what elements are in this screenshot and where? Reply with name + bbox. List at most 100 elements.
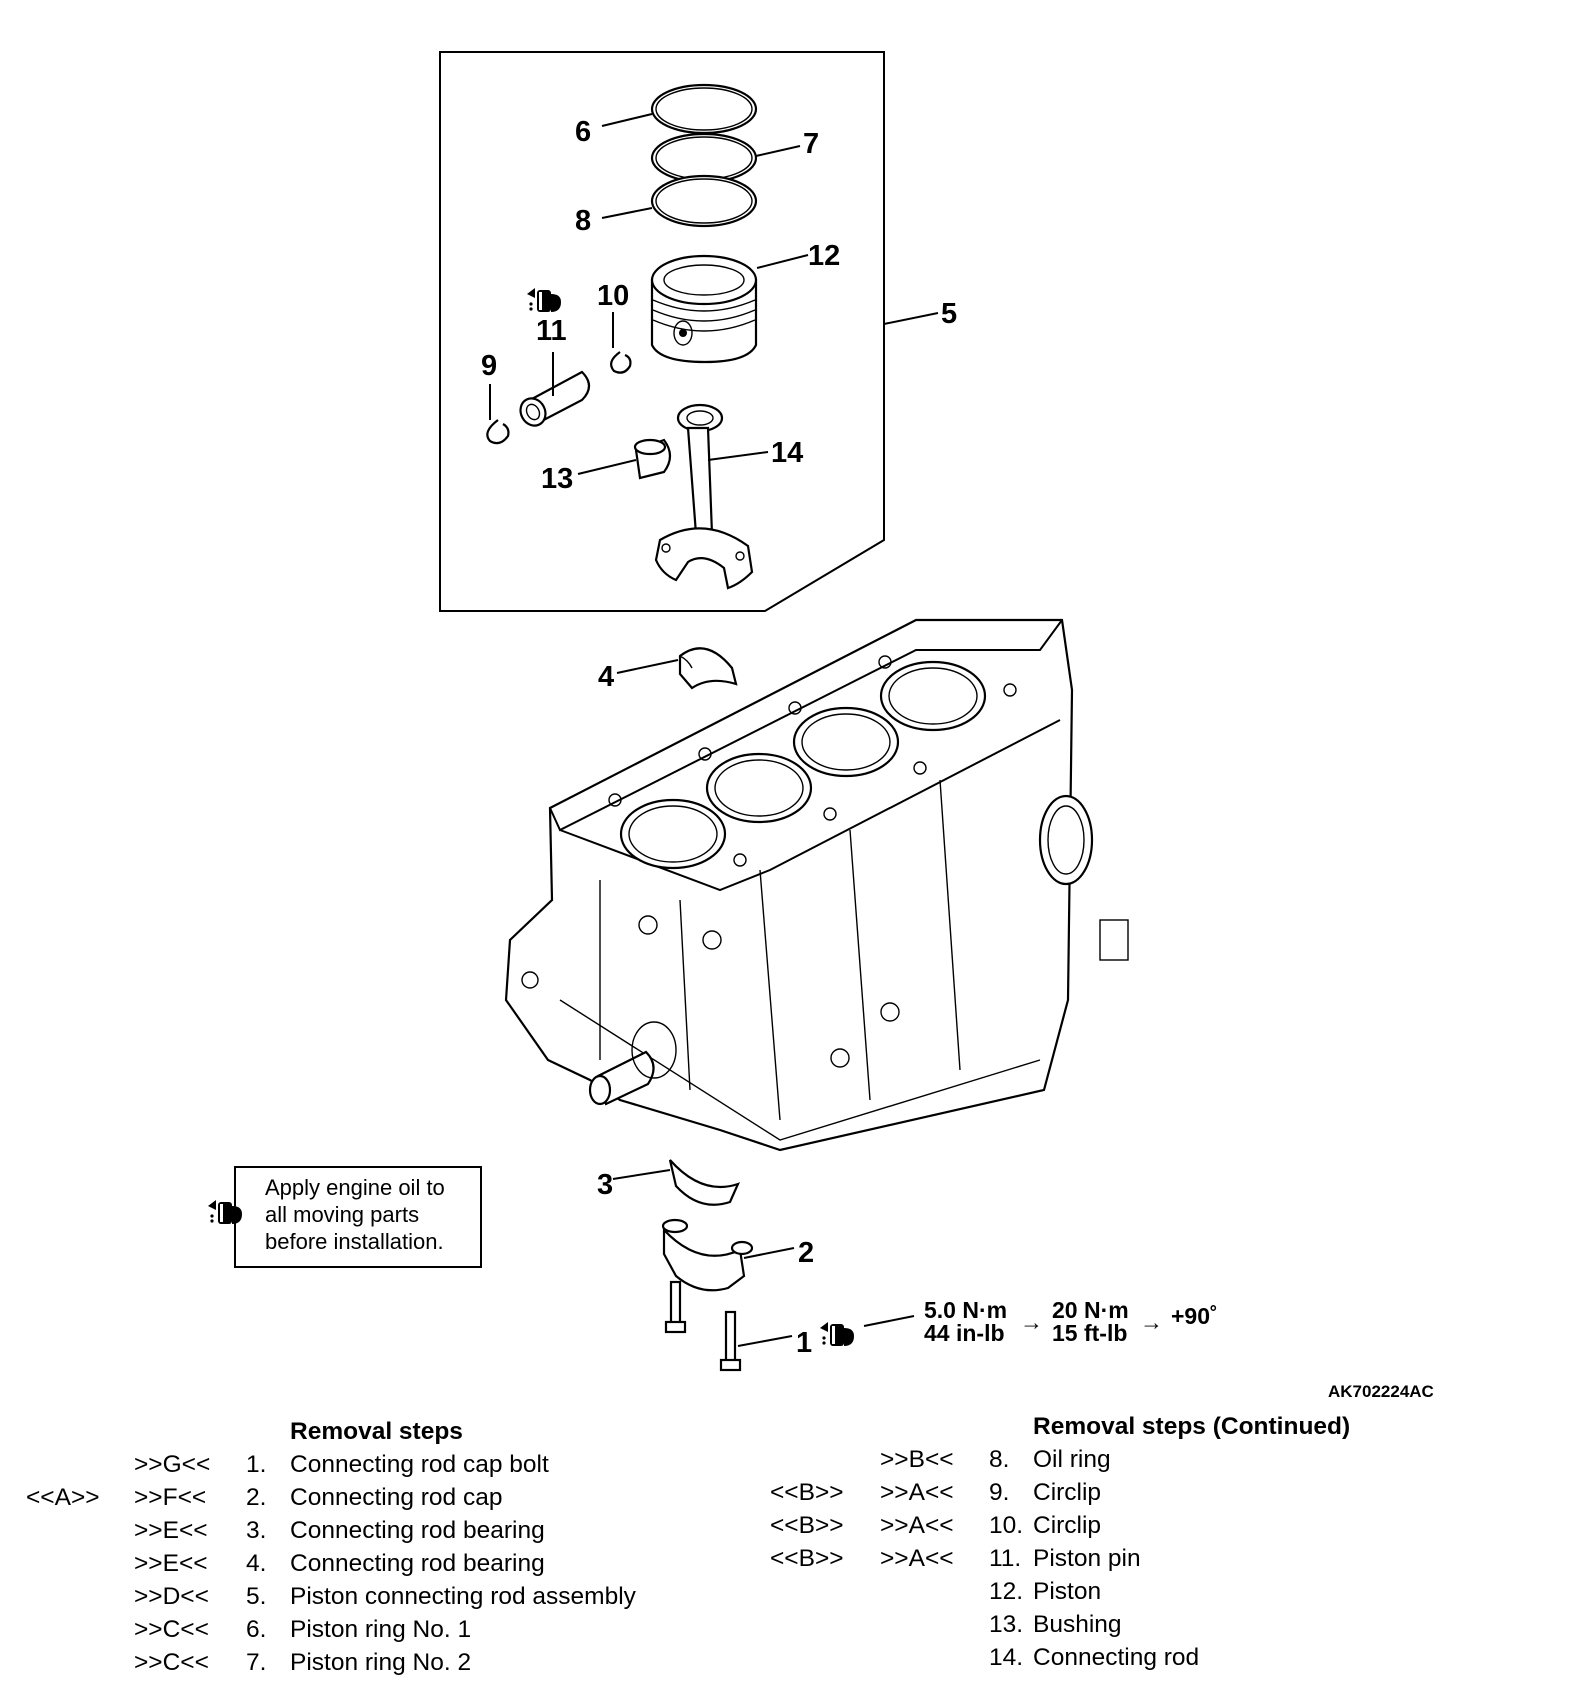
removal-steps-right: Removal steps (Continued) >>B<< 8. Oil rin… [760, 1410, 1584, 1700]
step-label: Circlip [1033, 1479, 1102, 1506]
callout-5: 5 [941, 298, 957, 330]
step-label: Piston pin [1033, 1545, 1141, 1572]
circlip-9 [486, 419, 510, 445]
note-line-1: Apply engine oil to [265, 1175, 445, 1200]
step-label: Connecting rod bearing [290, 1517, 545, 1544]
callout-11: 11 [536, 315, 567, 347]
step-label: Circlip [1033, 1512, 1102, 1539]
oil-application-note: Apply engine oil to all moving parts bef… [234, 1166, 482, 1268]
piston-ring-2 [650, 132, 758, 184]
callout-12: 12 [808, 240, 840, 272]
step-label: Piston [1033, 1578, 1102, 1605]
torque-stage2-metric: 20 N·m [1052, 1297, 1129, 1323]
callout-7: 7 [803, 128, 819, 160]
callout-2: 2 [798, 1237, 814, 1269]
removal-steps-left: Removal steps >>G<<1.Connecting rod cap … [0, 1415, 760, 1701]
step-removal-mark: >>E<< [134, 1550, 208, 1577]
step-number: 13. [989, 1611, 1024, 1638]
callout-8: 8 [575, 205, 591, 237]
step-number: 10. [989, 1512, 1024, 1539]
bushing [633, 438, 672, 480]
step-removal-mark: >>A<< [880, 1512, 954, 1539]
removal-steps-title: Removal steps [290, 1418, 463, 1445]
step-number: 4. [246, 1550, 267, 1577]
torque-stage1-metric: 5.0 N·m [924, 1297, 1007, 1323]
piston-ring-1 [650, 83, 758, 135]
step-number: 7. [246, 1649, 267, 1676]
step-install-code: <<A>> [26, 1484, 100, 1511]
step-removal-mark: >>C<< [134, 1649, 209, 1676]
torque-stage2-imperial: 15 ft-lb [1052, 1320, 1127, 1346]
step-number: 8. [989, 1446, 1010, 1473]
step-removal-mark: >>C<< [134, 1616, 209, 1643]
oil-ring [650, 174, 758, 228]
step-number: 5. [246, 1583, 267, 1610]
step-label: Piston ring No. 1 [290, 1616, 472, 1643]
step-install-code: <<B>> [770, 1479, 844, 1506]
callout-3: 3 [597, 1169, 613, 1201]
piston-assembly-frame [439, 51, 885, 612]
step-row: 13. Bushing [760, 1608, 1584, 1641]
step-removal-mark: >>A<< [880, 1479, 954, 1506]
step-row: >>E<<3.Connecting rod bearing [0, 1514, 760, 1547]
callout-4: 4 [598, 661, 614, 693]
oil-can-icon-cap-bolt [820, 1322, 854, 1346]
connecting-rod-cap [661, 1218, 754, 1292]
connecting-rod-cap-bolt-b [719, 1310, 742, 1372]
step-label: Oil ring [1033, 1446, 1111, 1473]
note-line-3: before installation. [265, 1229, 444, 1254]
step-row: >>B<< 8. Oil ring [760, 1443, 1584, 1476]
step-removal-mark: >>E<< [134, 1517, 208, 1544]
step-row: <<A>>>>F<<2.Connecting rod cap [0, 1481, 760, 1514]
step-row: <<B>> >>A<< 11. Piston pin [760, 1542, 1584, 1575]
step-removal-mark: >>A<< [880, 1545, 954, 1572]
torque-stage3: +90˚ [1171, 1303, 1218, 1329]
step-row: >>C<< 6. Piston ring No. 1 [0, 1613, 760, 1646]
step-row: 14. Connecting rod [760, 1641, 1584, 1674]
step-number: 12. [989, 1578, 1024, 1605]
step-label: Piston connecting rod assembly [290, 1583, 636, 1610]
connecting-rod-cap-bolt-a [664, 1280, 687, 1334]
piston-pin [519, 370, 591, 427]
step-number: 11. [989, 1545, 1022, 1572]
cylinder-block [504, 618, 1129, 1152]
step-number: 1. [246, 1451, 267, 1478]
connecting-rod-bearing-upper [678, 647, 738, 690]
step-number: 9. [989, 1479, 1010, 1506]
step-removal-mark: >>G<< [134, 1451, 211, 1478]
step-removal-mark: >>B<< [880, 1446, 954, 1473]
step-number: 6. [246, 1616, 267, 1643]
step-label: Bushing [1033, 1611, 1122, 1638]
step-row: >>E<< 4. Connecting rod bearing [0, 1547, 760, 1580]
step-install-code: <<B>> [770, 1545, 844, 1572]
callout-14: 14 [771, 437, 803, 469]
step-label: Connecting rod bearing [290, 1550, 545, 1577]
oil-can-icon-piston-pin [527, 288, 561, 312]
step-row: >>D<< 5. Piston connecting rod assembly [0, 1580, 760, 1613]
step-removal-mark: >>F<< [134, 1484, 207, 1511]
step-row: >>G<<1.Connecting rod cap bolt [0, 1448, 760, 1481]
step-row: 12. Piston [760, 1575, 1584, 1608]
step-number: 14. [989, 1644, 1024, 1671]
step-row: >>C<< 7. Piston ring No. 2 [0, 1646, 760, 1679]
callout-9: 9 [481, 350, 497, 382]
callout-1: 1 [796, 1327, 812, 1359]
connecting-rod [654, 403, 754, 590]
step-label: Connecting rod [1033, 1644, 1200, 1671]
callout-13: 13 [541, 463, 573, 495]
step-removal-mark: >>D<< [134, 1583, 209, 1610]
step-row: <<B>>>>A<<10.Circlip [760, 1509, 1584, 1542]
piston [650, 254, 758, 364]
torque-spec: 5.0 N·m 44 in-lb → 20 N·m 15 ft-lb → +90… [924, 1297, 1218, 1346]
circlip-10 [610, 351, 632, 374]
callout-10: 10 [597, 280, 629, 312]
torque-stage1-imperial: 44 in-lb [924, 1320, 1005, 1346]
removal-steps-continued-title: Removal steps (Continued) [1033, 1413, 1351, 1440]
step-row: <<B>> >>A<< 9. Circlip [760, 1476, 1584, 1509]
step-label: Piston ring No. 2 [290, 1649, 472, 1676]
torque-arrow-2: → [1140, 1309, 1163, 1335]
step-label: Connecting rod cap [290, 1484, 503, 1511]
figure-id: AK702224AC [1328, 1382, 1434, 1400]
torque-arrow-1: → [1020, 1309, 1043, 1335]
connecting-rod-bearing-lower [668, 1159, 741, 1206]
